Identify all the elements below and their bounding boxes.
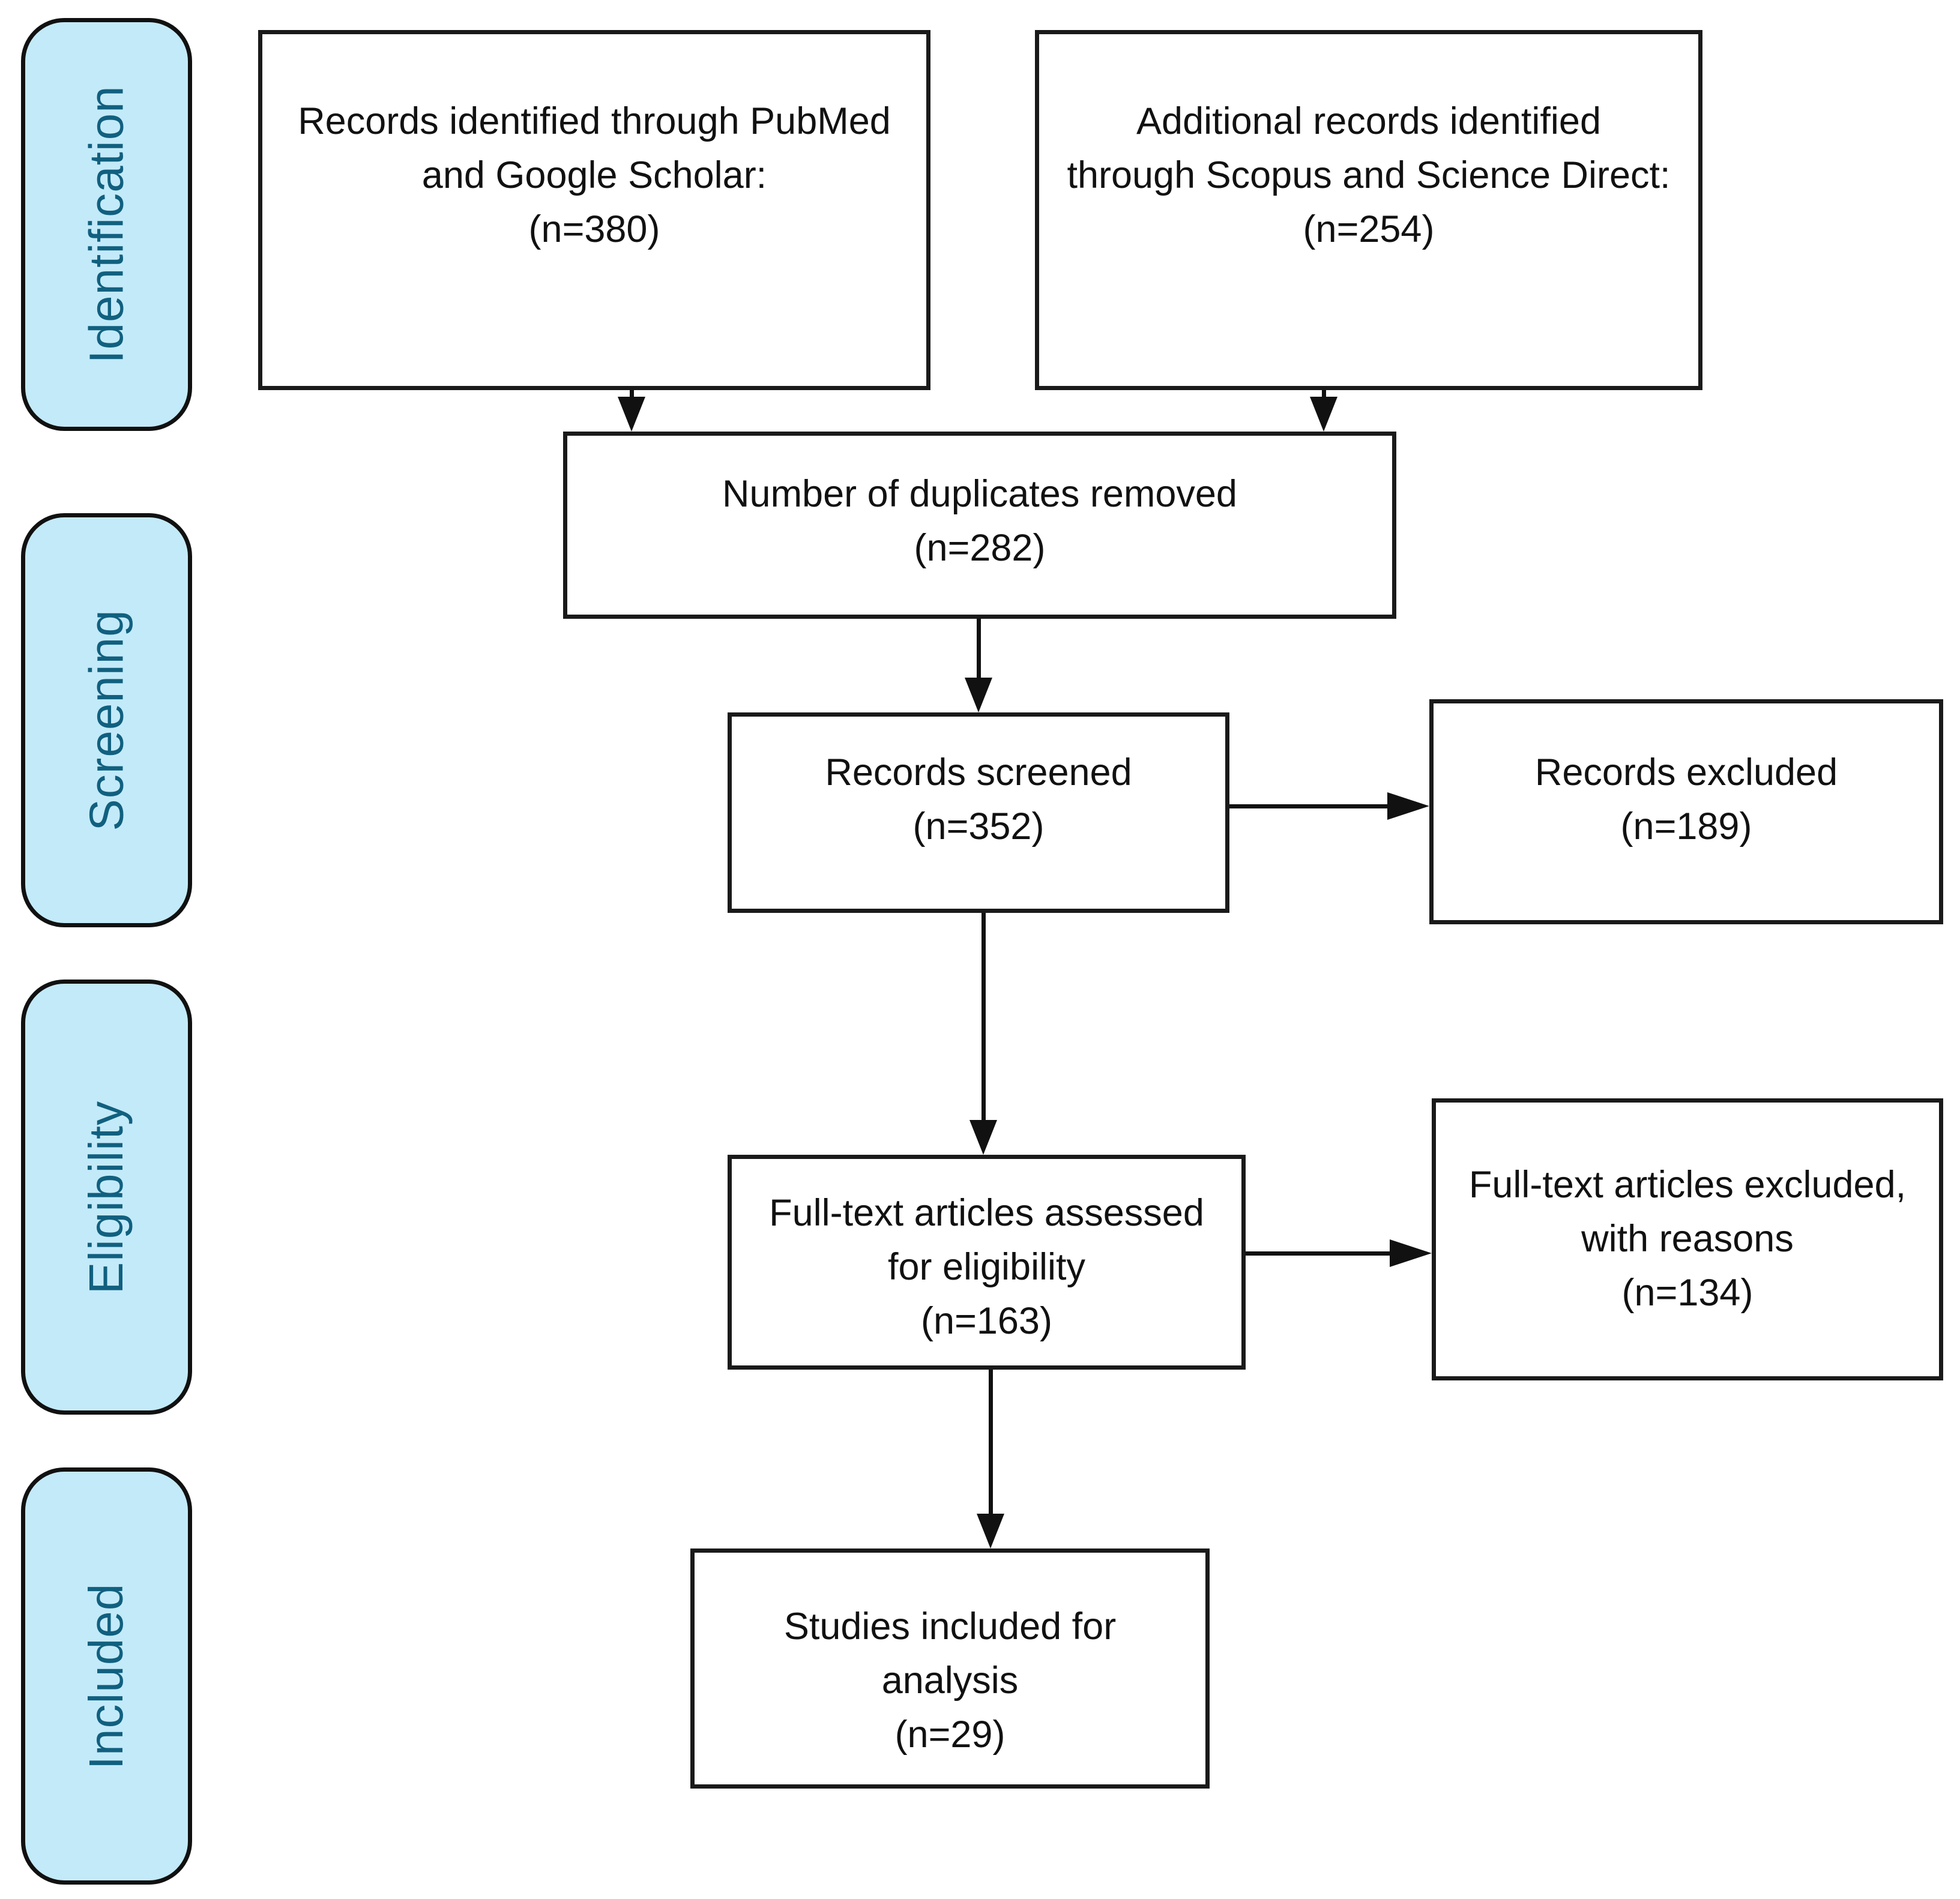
- text-line: Number of duplicates removed: [722, 473, 1237, 515]
- stage-eligibility: Eligibility: [21, 980, 192, 1415]
- box-records-identified: Records identified through PubMed and Goo…: [258, 30, 930, 390]
- stage-identification: Identification: [21, 18, 192, 431]
- text-line: Full-text articles assessed: [769, 1192, 1204, 1234]
- text-line: Records screened: [825, 751, 1132, 793]
- text-line: (n=282): [914, 527, 1046, 569]
- box-studies-included: Studies included for analysis (n=29): [690, 1548, 1210, 1789]
- arrowhead-right-icon: [1387, 792, 1429, 820]
- text-line: (n=134): [1621, 1272, 1753, 1314]
- text-line: Records identified through PubMed: [298, 100, 891, 142]
- stage-screening: Screening: [21, 513, 192, 927]
- text-line: Records excluded: [1534, 751, 1838, 793]
- text-line: and Google Scholar:: [421, 154, 767, 196]
- arrow-shaft: [1246, 1251, 1390, 1256]
- box-additional-records: Additional records identified through Sco…: [1035, 30, 1702, 390]
- box-fulltext-excluded: Full-text articles excluded, with reasons…: [1432, 1098, 1943, 1380]
- stage-included: Included: [21, 1467, 192, 1885]
- text-line: for eligibility: [887, 1246, 1086, 1288]
- stage-identification-label: Identification: [79, 85, 133, 364]
- arrowhead-down-icon: [1310, 397, 1337, 432]
- box-records-screened: Records screened (n=352): [728, 712, 1229, 913]
- arrow-shaft: [630, 390, 634, 399]
- text-line: with reasons: [1581, 1218, 1794, 1260]
- stage-screening-label: Screening: [79, 609, 133, 831]
- arrowhead-right-icon: [1390, 1239, 1432, 1267]
- text-line: through Scopus and Science Direct:: [1067, 154, 1671, 196]
- arrowhead-down-icon: [965, 678, 992, 712]
- arrow-shaft: [1229, 804, 1387, 808]
- box-records-excluded: Records excluded (n=189): [1429, 699, 1943, 924]
- text-line: (n=189): [1620, 805, 1752, 847]
- arrow-shaft: [989, 1370, 993, 1514]
- arrow-shaft: [1322, 390, 1326, 399]
- box-fulltext-assessed: Full-text articles assessed for eligibili…: [728, 1155, 1246, 1370]
- arrow-shaft: [977, 619, 981, 679]
- text-line: (n=352): [912, 805, 1045, 847]
- arrowhead-down-icon: [618, 397, 645, 432]
- text-line: (n=380): [528, 208, 660, 250]
- arrowhead-down-icon: [969, 1120, 997, 1155]
- stage-included-label: Included: [79, 1583, 133, 1769]
- text-line: analysis: [881, 1660, 1019, 1702]
- text-line: (n=163): [921, 1300, 1052, 1342]
- text-line: (n=29): [894, 1714, 1006, 1756]
- text-line: (n=254): [1303, 208, 1435, 250]
- box-duplicates-removed: Number of duplicates removed (n=282): [563, 432, 1396, 619]
- text-line: Full-text articles excluded,: [1468, 1164, 1907, 1206]
- arrow-shaft: [982, 913, 986, 1120]
- text-line: Additional records identified: [1136, 100, 1601, 142]
- stage-eligibility-label: Eligibility: [79, 1100, 133, 1294]
- text-line: Studies included for: [783, 1606, 1117, 1648]
- arrowhead-down-icon: [977, 1514, 1004, 1548]
